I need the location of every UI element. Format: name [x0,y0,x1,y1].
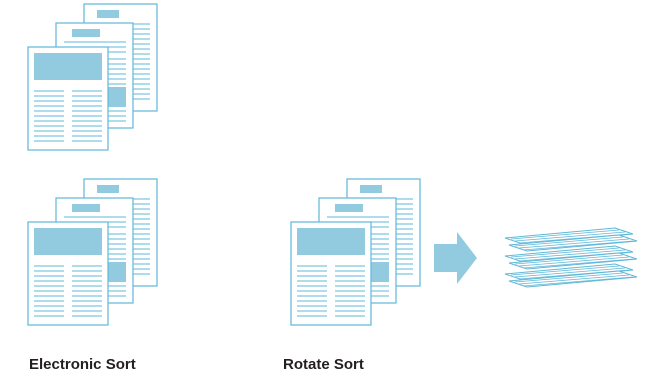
electronic-sort-caption: Electronic Sort [29,356,136,373]
rotate-sort-caption: Rotate Sort [283,356,364,373]
right-arrow-icon [434,232,477,284]
document-stack-icon [28,179,157,325]
document-stack-icon [291,179,420,325]
document-stack-icon [28,4,157,150]
rotated-output-stack-icon [504,227,638,288]
